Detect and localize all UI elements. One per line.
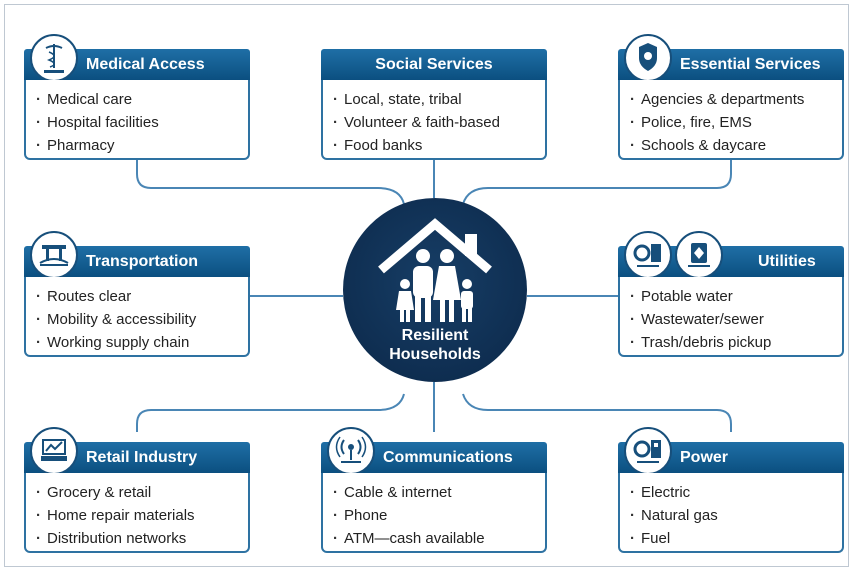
resilient-households-hub: Resilient Households [343, 198, 527, 382]
list-item: Electric [630, 481, 842, 504]
wastewater-utility-icon [675, 231, 723, 279]
list-item: Hospital facilities [36, 111, 248, 134]
power-meter-icon [624, 427, 672, 475]
card-body: Grocery & retail Home repair materials D… [24, 473, 250, 553]
card-transportation: Transportation Routes clear Mobility & a… [24, 231, 250, 359]
list-item: Schools & daycare [630, 134, 842, 157]
hub-label-line2: Households [389, 346, 481, 363]
item-list: Electric Natural gas Fuel [620, 473, 842, 550]
card-title: Retail Industry [86, 449, 198, 466]
card-body: Agencies & departments Police, fire, EMS… [618, 80, 844, 160]
card-body: Local, state, tribal Volunteer & faith-b… [321, 80, 547, 160]
list-item: Trash/debris pickup [630, 331, 842, 354]
card-essential-services: Essential Services Agencies & department… [618, 34, 844, 162]
list-item: Fuel [630, 527, 842, 550]
list-item: Agencies & departments [630, 88, 842, 111]
list-item: Grocery & retail [36, 481, 248, 504]
card-retail-industry: Retail Industry Grocery & retail Home re… [24, 427, 250, 555]
card-title: Utilities [758, 253, 816, 270]
list-item: Potable water [630, 285, 842, 308]
card-title: Medical Access [86, 56, 205, 73]
police-badge-icon [624, 34, 672, 82]
list-item: Volunteer & faith-based [333, 111, 545, 134]
card-medical-access: Medical Access Medical care Hospital fac… [24, 34, 250, 162]
list-item: Wastewater/sewer [630, 308, 842, 331]
card-utilities: Utilities Potable water Wastewater/sewer… [618, 231, 844, 359]
list-item: Local, state, tribal [333, 88, 545, 111]
card-communications: Communications Cable & internet Phone AT… [321, 427, 547, 555]
card-body: Electric Natural gas Fuel [618, 473, 844, 553]
list-item: Mobility & accessibility [36, 308, 248, 331]
broadcast-antenna-icon [327, 427, 375, 475]
list-item: Food banks [333, 134, 545, 157]
item-list: Cable & internet Phone ATM—cash availabl… [323, 473, 545, 550]
item-list: Potable water Wastewater/sewer Trash/deb… [620, 277, 842, 354]
card-body: Routes clear Mobility & accessibility Wo… [24, 277, 250, 357]
list-item: Working supply chain [36, 331, 248, 354]
card-title: Essential Services [680, 56, 821, 73]
list-item: Phone [333, 504, 545, 527]
item-list: Grocery & retail Home repair materials D… [26, 473, 248, 550]
hub-label: Resilient Households [343, 326, 527, 364]
item-list: Medical care Hospital facilities Pharmac… [26, 80, 248, 157]
card-header [321, 49, 547, 80]
water-utility-icon [624, 231, 672, 279]
card-social-services: Social Services Local, state, tribal Vol… [321, 49, 547, 162]
card-body: Medical care Hospital facilities Pharmac… [24, 80, 250, 160]
list-item: Medical care [36, 88, 248, 111]
list-item: Distribution networks [36, 527, 248, 550]
item-list: Local, state, tribal Volunteer & faith-b… [323, 80, 545, 157]
card-title: Communications [383, 449, 513, 466]
list-item: ATM—cash available [333, 527, 545, 550]
list-item: Police, fire, EMS [630, 111, 842, 134]
card-title: Power [680, 449, 729, 466]
item-list: Routes clear Mobility & accessibility Wo… [26, 277, 248, 354]
list-item: Home repair materials [36, 504, 248, 527]
list-item: Pharmacy [36, 134, 248, 157]
list-item: Cable & internet [333, 481, 545, 504]
retail-register-icon [30, 427, 78, 475]
item-list: Agencies & departments Police, fire, EMS… [620, 80, 842, 157]
list-item: Natural gas [630, 504, 842, 527]
card-body: Cable & internet Phone ATM—cash availabl… [321, 473, 547, 553]
card-title: Social Services [375, 56, 493, 73]
card-body: Potable water Wastewater/sewer Trash/deb… [618, 277, 844, 357]
list-item: Routes clear [36, 285, 248, 308]
card-title: Transportation [86, 253, 199, 270]
card-power: Power Electric Natural gas Fuel [618, 427, 844, 555]
bridge-transport-icon [30, 231, 78, 279]
hub-label-line1: Resilient [401, 327, 469, 344]
medical-caduceus-icon [30, 34, 78, 82]
family-house-icon [378, 218, 492, 322]
